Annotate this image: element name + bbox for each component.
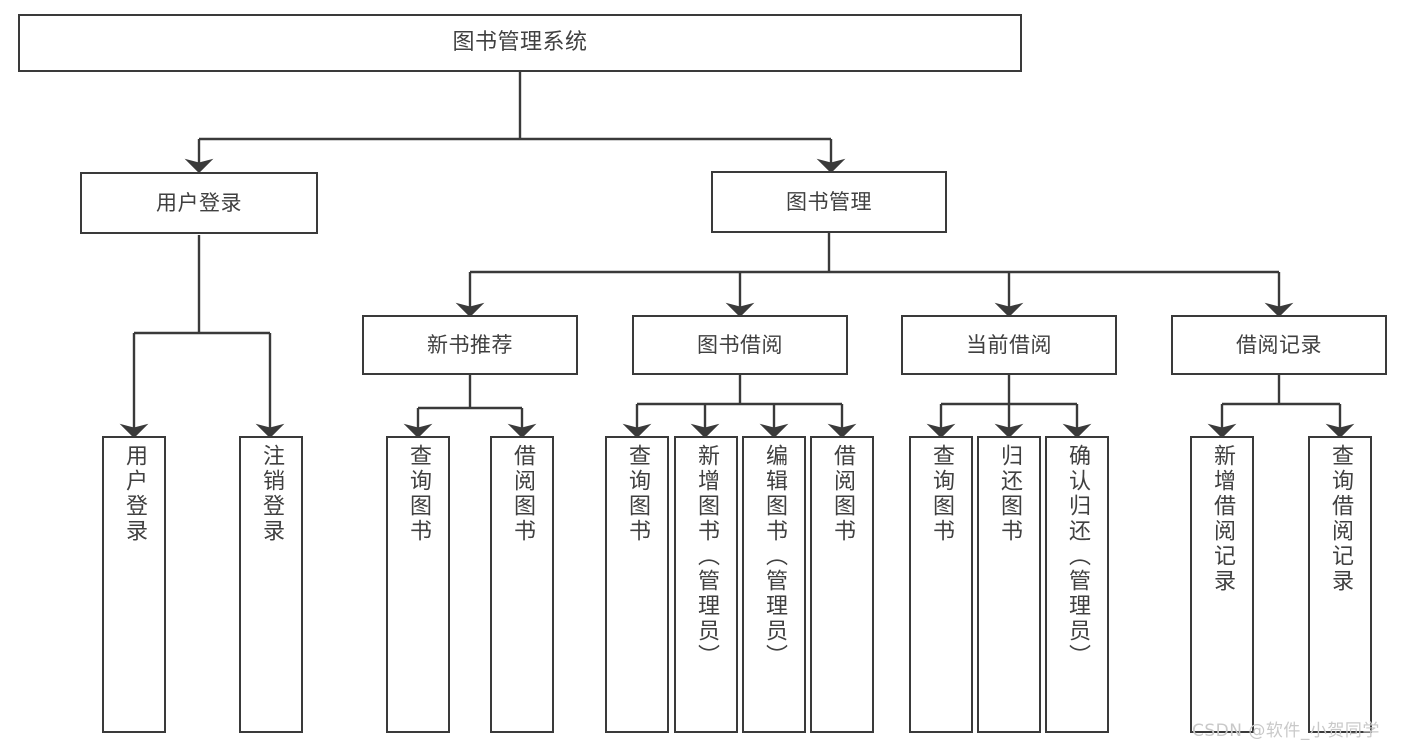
node-new-book-recommend[interactable]: 新书推荐 [362, 315, 578, 375]
node-root-label: 图书管理系统 [452, 30, 588, 56]
leaf-confirm-return[interactable]: 确认归还（管理员） [1045, 436, 1109, 733]
leaf-query-record-label: 查询借阅记录 [1328, 444, 1353, 594]
leaf-borrow-book-1-label: 借阅图书 [510, 444, 535, 544]
leaf-borrow-book-2[interactable]: 借阅图书 [810, 436, 874, 733]
node-book-manage[interactable]: 图书管理 [711, 171, 947, 233]
leaf-edit-book[interactable]: 编辑图书（管理员） [742, 436, 806, 733]
node-borrow-record-label: 借阅记录 [1236, 332, 1322, 357]
leaf-query-book-3-label: 查询图书 [929, 444, 954, 544]
node-current-borrow-label: 当前借阅 [966, 332, 1052, 357]
leaf-borrow-book-2-label: 借阅图书 [830, 444, 855, 544]
leaf-edit-book-label: 编辑图书（管理员） [762, 444, 787, 669]
leaf-add-book-label: 新增图书（管理员） [694, 444, 719, 669]
leaf-query-book-1-label: 查询图书 [406, 444, 431, 544]
leaf-confirm-return-label: 确认归还（管理员） [1065, 444, 1090, 669]
leaf-query-book-3[interactable]: 查询图书 [909, 436, 973, 733]
leaf-query-book-1[interactable]: 查询图书 [386, 436, 450, 733]
leaf-add-book[interactable]: 新增图书（管理员） [674, 436, 738, 733]
leaf-return-book[interactable]: 归还图书 [977, 436, 1041, 733]
leaf-return-book-label: 归还图书 [997, 444, 1022, 544]
node-current-borrow[interactable]: 当前借阅 [901, 315, 1117, 375]
node-user-login[interactable]: 用户登录 [80, 172, 318, 234]
leaf-borrow-book-1[interactable]: 借阅图书 [490, 436, 554, 733]
leaf-user-login-label: 用户登录 [122, 444, 147, 544]
leaf-query-record[interactable]: 查询借阅记录 [1308, 436, 1372, 733]
leaf-user-logout[interactable]: 注销登录 [239, 436, 303, 733]
node-book-borrow-label: 图书借阅 [697, 332, 783, 357]
node-new-book-recommend-label: 新书推荐 [427, 332, 513, 357]
leaf-add-record[interactable]: 新增借阅记录 [1190, 436, 1254, 733]
node-borrow-record[interactable]: 借阅记录 [1171, 315, 1387, 375]
node-book-borrow[interactable]: 图书借阅 [632, 315, 848, 375]
watermark: CSDN @软件_小贺同学 [1192, 721, 1380, 741]
leaf-query-book-2-label: 查询图书 [625, 444, 650, 544]
node-root[interactable]: 图书管理系统 [18, 14, 1022, 72]
leaf-user-logout-label: 注销登录 [259, 444, 284, 544]
node-book-manage-label: 图书管理 [786, 189, 872, 214]
leaf-query-book-2[interactable]: 查询图书 [605, 436, 669, 733]
leaf-add-record-label: 新增借阅记录 [1210, 444, 1235, 594]
node-user-login-label: 用户登录 [156, 190, 242, 215]
leaf-user-login[interactable]: 用户登录 [102, 436, 166, 733]
